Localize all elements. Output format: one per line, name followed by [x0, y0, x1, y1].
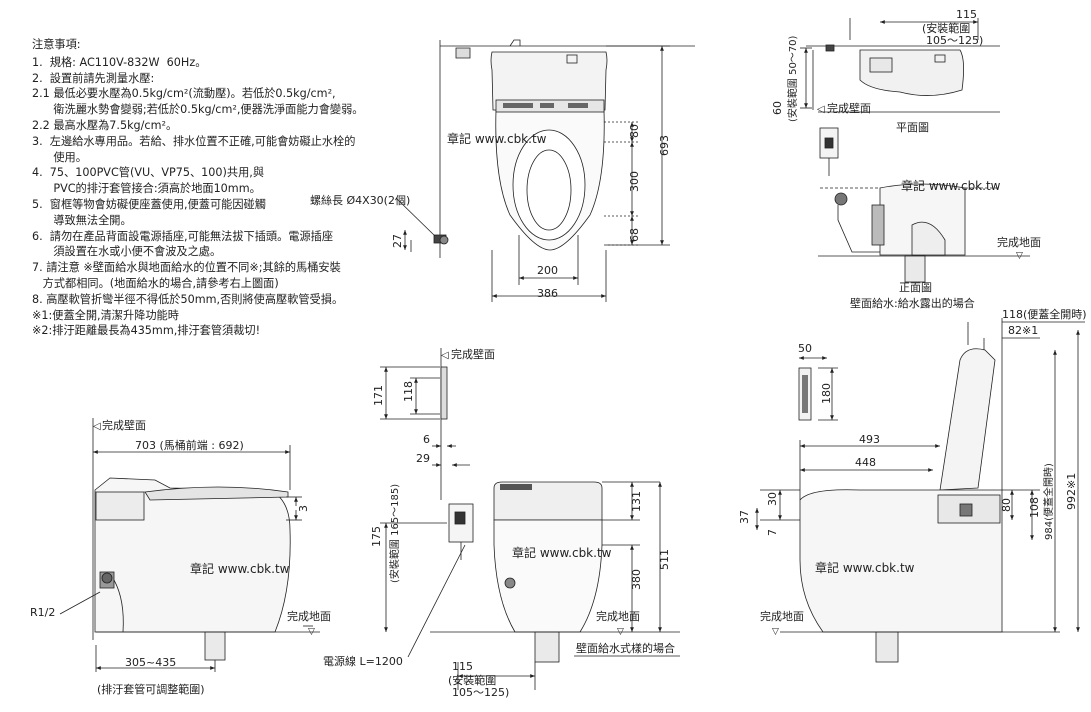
dim-115: 115	[452, 660, 473, 673]
screw-label: 螺絲長 Ø4X30(2個)	[310, 193, 410, 207]
dim-693: 693	[658, 135, 671, 156]
dim-27: 27	[391, 234, 404, 248]
dim-80: 80	[1000, 498, 1013, 512]
vertical-range: (安裝範圍 50～70)	[786, 35, 799, 122]
dim-50: 50	[798, 342, 812, 355]
dim-300: 300	[628, 171, 641, 192]
floor-marker: ▽	[1016, 251, 1023, 261]
finished-wall-label: 完成壁面	[827, 101, 871, 115]
note-line: ※1:便蓋全開,清潔升降功能時	[32, 308, 179, 322]
dim-511: 511	[658, 549, 671, 570]
watermark-text: 章記 www.cbk.tw	[901, 178, 1001, 193]
dim-305-435: 305~435	[125, 656, 176, 669]
dim-80: 80	[628, 124, 641, 138]
watermark-text: 章記 www.cbk.tw	[190, 561, 290, 576]
wall-marker: ◁	[441, 350, 449, 361]
note-line: 6. 請勿在產品背面設電源插座,可能無法拔下插頭。電源插座	[32, 229, 334, 243]
range-label: (安裝範圍	[448, 673, 496, 687]
dim-984: 984(便蓋全開時)	[1042, 463, 1055, 540]
floor-label: 完成地面	[596, 609, 640, 623]
dim-115: 115	[956, 8, 977, 21]
notes-title: 注意事項:	[32, 38, 81, 51]
note-line: 須設置在水或小便不會波及之處。	[32, 245, 222, 259]
front-view-drawing	[380, 481, 680, 690]
note-line: ※2:排汙距離最長為435mm,排汙套管須裁切!	[32, 324, 261, 338]
note-line: 4. 75、100PVC管(VU、VP75、100)共用,與	[32, 166, 265, 180]
dim-37: 37	[738, 510, 751, 524]
floor-label: 完成地面	[760, 609, 804, 623]
dim-68: 68	[628, 228, 641, 242]
wall-feed-drawing	[800, 18, 1030, 283]
floor-label: 完成地面	[997, 235, 1041, 249]
watermark-text: 章記 www.cbk.tw	[447, 131, 547, 146]
top-view-drawing	[395, 39, 695, 302]
floor-marker: ▽	[617, 627, 624, 637]
floor-marker: ▽	[772, 627, 779, 637]
r12-label: R1/2	[30, 606, 55, 619]
wall-feed-caption: 壁面給水:給水露出的場合	[850, 296, 975, 310]
wall-marker: ◁	[93, 421, 101, 432]
note-line: 衛洗麗水勢會變弱;若低於0.5kg/cm²,便器洗淨面能力會變弱。	[32, 103, 364, 117]
remote-mount-drawing	[380, 348, 470, 500]
floor-label: 完成地面	[287, 609, 331, 623]
note-line: 3. 左邊給水專用品。若給、排水位置不正確,可能會妨礙止水栓的	[32, 134, 356, 148]
vertical-range: (安裝範圍 165～185)	[388, 484, 401, 583]
front-view-label: 正面圖	[899, 281, 932, 294]
note-line: 5. 窗框等物會妨礙便座蓋使用,便蓋可能因碰觸	[32, 197, 266, 211]
adjust-range-label: (排汙套管可調整範圍)	[97, 682, 205, 696]
dim-200: 200	[537, 264, 558, 277]
dim-703: 703 (馬桶前端 : 692)	[135, 438, 244, 452]
finished-wall-label: 完成壁面	[102, 418, 146, 432]
dim-175: 175	[370, 526, 383, 547]
wall-feed-spec-caption: 壁面給水式樣的場合	[576, 641, 675, 655]
dim-448: 448	[855, 456, 876, 469]
note-line: PVC的排汙套管接合:須高於地面10mm。	[32, 182, 261, 196]
left-side-view-drawing	[59, 418, 320, 672]
dim-82: 82※1	[1008, 324, 1038, 337]
note-line: 導致無法全開。	[32, 213, 132, 227]
plan-view-label: 平面圖	[896, 121, 929, 134]
dim-108: 108	[1028, 497, 1041, 518]
note-line: 7. 請注意 ※壁面給水與地面給水的位置不同※;其餘的馬桶安裝	[32, 261, 341, 275]
note-line: 2.1 最低必要水壓為0.5kg/cm²(流動壓)。若低於0.5kg/cm²,	[32, 87, 336, 101]
dim-3: 3	[297, 505, 310, 512]
dim-7: 7	[766, 529, 779, 536]
floor-marker: ▽	[308, 627, 315, 637]
dim-30: 30	[766, 492, 779, 506]
dim-118-lid-open: 118(便蓋全開時)	[1002, 307, 1087, 321]
watermark-text: 章記 www.cbk.tw	[512, 545, 612, 560]
note-line: 1. 規格: AC110V-832W 60Hz。	[32, 55, 207, 69]
dim-118: 118	[402, 381, 415, 402]
note-line: 2. 設置前請先測量水壓:	[32, 71, 155, 85]
finished-wall-label: 完成壁面	[451, 347, 495, 361]
note-line: 方式都相同。(地面給水的場合,請參考右上圖面)	[32, 276, 279, 290]
dim-386: 386	[537, 287, 558, 300]
note-line: 2.2 最高水壓為7.5kg/cm²。	[32, 118, 178, 132]
dim-131: 131	[630, 491, 643, 512]
power-cable-label: 電源線 L=1200	[323, 654, 403, 668]
dim-380: 380	[630, 569, 643, 590]
dim-171: 171	[372, 385, 385, 406]
dim-60: 60	[771, 101, 784, 115]
wall-marker: ◁	[817, 104, 825, 115]
range-label: (安裝範圍	[922, 21, 970, 35]
note-line: 使用。	[32, 150, 87, 164]
dim-29: 29	[416, 452, 430, 465]
dim-180: 180	[820, 383, 833, 404]
dim-992: 992※1	[1065, 473, 1078, 510]
dim-493: 493	[859, 433, 880, 446]
note-line: 8. 高壓軟管折彎半徑不得低於50mm,否則將使高壓軟管受損。	[32, 292, 344, 306]
range-value: 105～125)	[926, 34, 983, 47]
range-value: 105～125)	[452, 686, 509, 699]
watermark-text: 章記 www.cbk.tw	[815, 560, 915, 575]
installation-notes: 注意事項: 1. 規格: AC110V-832W 60Hz。 2. 設置前請先測…	[32, 37, 392, 339]
right-side-view-drawing	[755, 318, 1085, 663]
dim-6: 6	[423, 433, 430, 446]
